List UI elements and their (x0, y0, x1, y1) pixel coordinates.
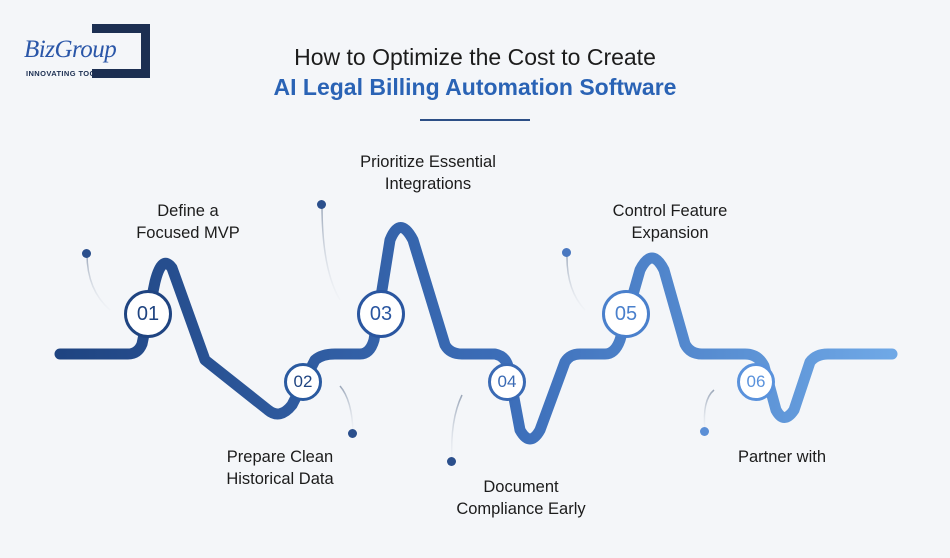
leader-dot-02 (348, 429, 357, 438)
logo-name: BizGroup (24, 36, 119, 64)
step-label-01: Define a Focused MVP (136, 202, 240, 242)
leader-dot-05 (562, 248, 571, 257)
brand-logo: BizGroup INNOVATING TOGETHER (22, 22, 162, 84)
leader-dot-06 (700, 427, 709, 436)
step-number-04: 04 (488, 363, 526, 401)
leader-dot-01 (82, 249, 91, 258)
step-number-06: 06 (737, 363, 775, 401)
step-label-02: Prepare Clean Historical Data (226, 448, 334, 488)
leader-line-01 (86, 253, 111, 311)
leader-line-06 (703, 389, 715, 431)
wave-line (54, 222, 898, 445)
leader-dot-03 (317, 200, 326, 209)
step-label-06: Partner with (737, 448, 827, 466)
leader-dot-04 (447, 457, 456, 466)
step-label-04: Document Compliance Early (456, 478, 586, 518)
title-underline (420, 119, 530, 121)
step-label-05: Control Feature Expansion (612, 202, 728, 242)
step-number-03: 03 (357, 290, 405, 338)
page-title-line2: AI Legal Billing Automation Software (273, 74, 677, 100)
logo-tagline: INNOVATING TOGETHER (26, 69, 124, 78)
page-title-line1: How to Optimize the Cost to Create (294, 44, 656, 70)
leader-line-05 (566, 252, 586, 311)
logo-frame-mark (92, 24, 150, 78)
leader-line-03 (321, 204, 341, 301)
step-number-02: 02 (284, 363, 322, 401)
leader-line-02 (339, 385, 354, 433)
step-number-05: 05 (602, 290, 650, 338)
step-label-03: Prioritize Essential Integrations (360, 153, 496, 193)
leader-line-04 (450, 394, 463, 461)
step-number-01: 01 (124, 290, 172, 338)
